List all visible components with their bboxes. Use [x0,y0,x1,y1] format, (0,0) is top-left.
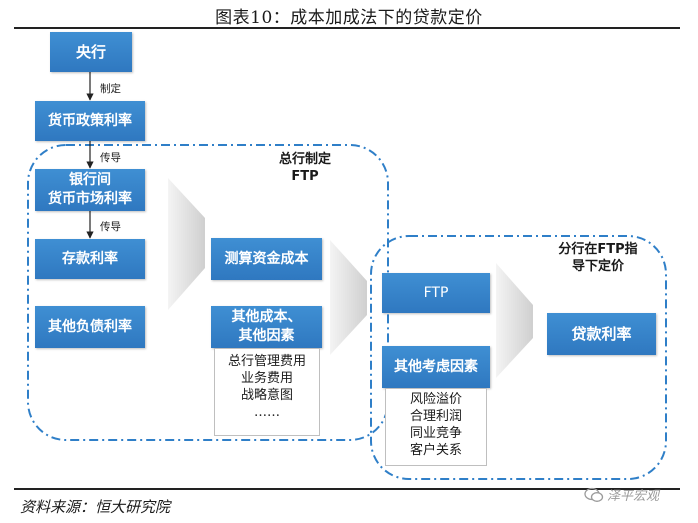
chevron-arrow-3 [496,263,533,378]
node-other-costs-line2: 其他因素 [238,328,295,344]
node-loan-rate: 贷款利率 [547,313,656,355]
bottom-rule [14,488,680,490]
figure-title: 图表10：成本加成法下的贷款定价 [215,8,483,28]
node-interbank-rate: 银行间 货币市场利率 [35,169,145,211]
list-item: 战略意图 [240,388,293,403]
node-ftp: FTP [382,273,490,313]
node-measure-funding-cost: 测算资金成本 [211,238,322,280]
list-item: …… [254,405,280,420]
node-other-costs-line1: 其他成本、 [231,309,302,325]
list-item: 客户关系 [409,443,462,458]
list-item: 业务费用 [240,371,293,386]
list-item: 总行管理费用 [227,354,306,369]
branch-label-line1: 分行在FTP指 [558,242,638,257]
node-other-liability-rate: 其他负债利率 [35,306,145,348]
source-note: 资料来源：恒大研究院 [20,498,171,516]
other-costs-list: 总行管理费用 业务费用 战略意图 …… [214,348,320,436]
branch-region-label: 分行在FTP指 导下定价 [542,241,654,275]
list-item: 合理利润 [409,409,462,424]
node-other-costs: 其他成本、 其他因素 [211,306,322,348]
watermark: 泽平宏观 [584,485,659,504]
node-interbank-rate-line2: 货币市场利率 [48,191,132,207]
head-office-label-line2: FTP [291,169,319,184]
watermark-text: 泽平宏观 [607,489,660,504]
top-rule [14,27,680,29]
node-monetary-policy-rate: 货币政策利率 [35,101,145,141]
chevron-arrow-1 [168,178,205,310]
head-office-label-line1: 总行制定 [278,152,331,167]
edge-label-transmit-1: 传导 [100,152,121,164]
list-item: 同业竞争 [409,426,462,441]
node-other-considerations: 其他考虑因素 [382,346,490,388]
branch-region [370,235,667,480]
chevron-arrow-2 [330,240,367,355]
node-central-bank: 央行 [50,32,132,72]
edge-label-formulate: 制定 [100,83,121,95]
head-office-region-label: 总行制定 FTP [262,151,348,185]
branch-label-line2: 导下定价 [571,259,624,274]
node-deposit-rate: 存款利率 [35,239,145,279]
edge-label-transmit-2: 传导 [100,221,121,233]
node-interbank-rate-line1: 银行间 [69,172,111,188]
wechat-icon [584,487,604,502]
list-item: 风险溢价 [409,392,462,407]
head-office-region [27,144,389,441]
other-considerations-list: 风险溢价 合理利润 同业竞争 客户关系 [385,388,487,466]
